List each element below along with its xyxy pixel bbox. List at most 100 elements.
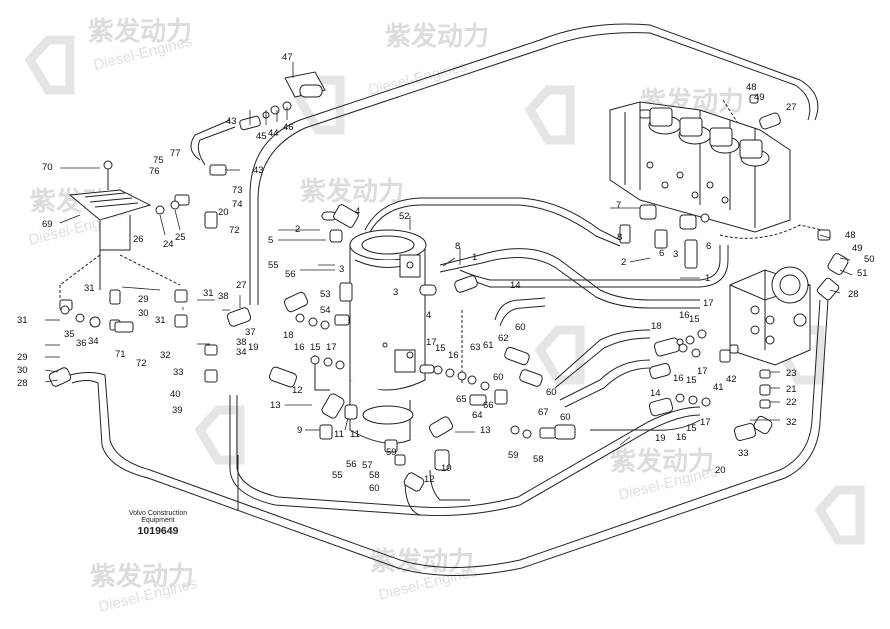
callout-22: 22 [786, 397, 797, 408]
callout-3: 3 [339, 264, 344, 275]
callout-75: 75 [153, 155, 164, 166]
callout-58-b: 58 [533, 454, 544, 465]
travel-pedal [68, 160, 152, 251]
callout-3-c: 3 [673, 249, 678, 260]
callout-40: 40 [170, 389, 181, 400]
callout-54: 54 [320, 305, 331, 316]
watermark-logo [24, 35, 75, 95]
callout-28: 28 [17, 378, 28, 389]
callout-60-d: 60 [369, 483, 380, 494]
callout-4-b: 4 [426, 310, 431, 321]
callout-37: 37 [245, 327, 256, 338]
callout-71: 71 [115, 349, 126, 360]
callout-58: 58 [369, 470, 380, 481]
callout-56: 56 [285, 269, 296, 280]
callout-17-c: 17 [703, 298, 714, 309]
callout-33-b: 33 [738, 448, 749, 459]
fittings [48, 94, 849, 492]
callout-43-b: 43 [253, 165, 264, 176]
pilot-valve-block [729, 266, 811, 366]
callout-19: 19 [248, 342, 259, 353]
callout-2: 2 [295, 224, 300, 235]
callout-60-e: 60 [560, 412, 571, 423]
callout-57: 57 [362, 460, 373, 471]
callout-72-b: 72 [136, 358, 147, 369]
callout-16-d: 16 [673, 373, 684, 384]
watermark-cn-1: 紫发动力 [88, 16, 192, 46]
callout-60: 60 [515, 322, 526, 333]
callout-3-b: 3 [393, 287, 398, 298]
callout-74: 74 [232, 199, 243, 210]
callout-63: 63 [470, 342, 481, 353]
callout-65: 65 [456, 394, 467, 405]
callout-55: 55 [268, 260, 279, 271]
callout-17-b: 17 [426, 337, 437, 348]
callout-76: 76 [149, 166, 160, 177]
callout-30-b: 30 [17, 365, 28, 376]
hose-routing [69, 23, 829, 576]
callout-34: 34 [236, 347, 247, 358]
callout-41: 41 [713, 382, 724, 393]
callout-69: 69 [42, 219, 53, 230]
callout-14: 14 [510, 280, 521, 291]
callout-48-b: 48 [845, 230, 856, 241]
callout-23: 23 [786, 368, 797, 379]
caption-company: Volvo Construction [128, 510, 188, 517]
callout-62: 62 [498, 333, 509, 344]
callout-31: 31 [84, 283, 95, 294]
callout-72: 72 [229, 225, 240, 236]
callout-36: 36 [76, 338, 87, 349]
callout-35: 35 [64, 329, 75, 340]
callout-64: 64 [472, 410, 483, 421]
callout-25: 25 [175, 232, 186, 243]
callout-32-b: 32 [786, 417, 797, 428]
callout-42: 42 [726, 374, 737, 385]
callout-20: 20 [218, 207, 229, 218]
control-valve-block [609, 101, 791, 233]
callout-52: 52 [399, 211, 410, 222]
callout-20-b: 20 [715, 465, 726, 476]
callout-11-b: 11 [350, 429, 360, 440]
callout-46: 46 [283, 122, 294, 133]
callout-1-b: 1 [705, 273, 710, 284]
callout-8: 8 [455, 241, 460, 252]
callout-15-c: 15 [689, 314, 700, 325]
callout-19-b: 19 [655, 433, 666, 444]
callout-1: 1 [472, 252, 477, 263]
callout-53: 53 [320, 289, 331, 300]
watermark-cn-7: 紫发动力 [370, 546, 474, 576]
callout-8-b: 8 [617, 232, 622, 243]
callout-51: 51 [857, 268, 868, 279]
callout-12-b: 12 [424, 474, 435, 485]
callout-73: 73 [232, 185, 243, 196]
callout-27-b: 27 [786, 102, 797, 113]
hinge-47 [284, 71, 326, 98]
callout-49: 49 [754, 92, 765, 103]
callout-56-b: 56 [346, 459, 357, 470]
callout-59-b: 59 [508, 450, 519, 461]
callout-31-c: 31 [155, 315, 166, 326]
callout-49-b: 49 [852, 243, 863, 254]
callout-10: 10 [441, 463, 452, 474]
callout-34-b: 34 [88, 336, 99, 347]
callout-21: 21 [786, 384, 797, 395]
callout-2-b: 2 [621, 257, 626, 268]
callout-70: 70 [42, 162, 53, 173]
callout-18-b: 18 [651, 321, 662, 332]
callout-24: 24 [163, 239, 174, 250]
callout-16: 16 [294, 342, 305, 353]
callout-44: 44 [268, 128, 279, 139]
callout-61: 61 [483, 340, 494, 351]
callout-16-b: 16 [448, 350, 459, 361]
callout-15: 15 [310, 342, 321, 353]
callout-15-b: 15 [435, 343, 446, 354]
callout-14-b: 14 [650, 388, 661, 399]
callout-17: 17 [326, 342, 337, 353]
callout-50: 50 [864, 254, 875, 265]
callout-5: 5 [268, 235, 273, 246]
leader-lines [44, 62, 853, 446]
callout-4: 4 [355, 206, 360, 217]
caption-equipment: Equipment [141, 517, 175, 524]
callout-55-b: 55 [332, 470, 343, 481]
callout-7: 7 [616, 200, 621, 211]
